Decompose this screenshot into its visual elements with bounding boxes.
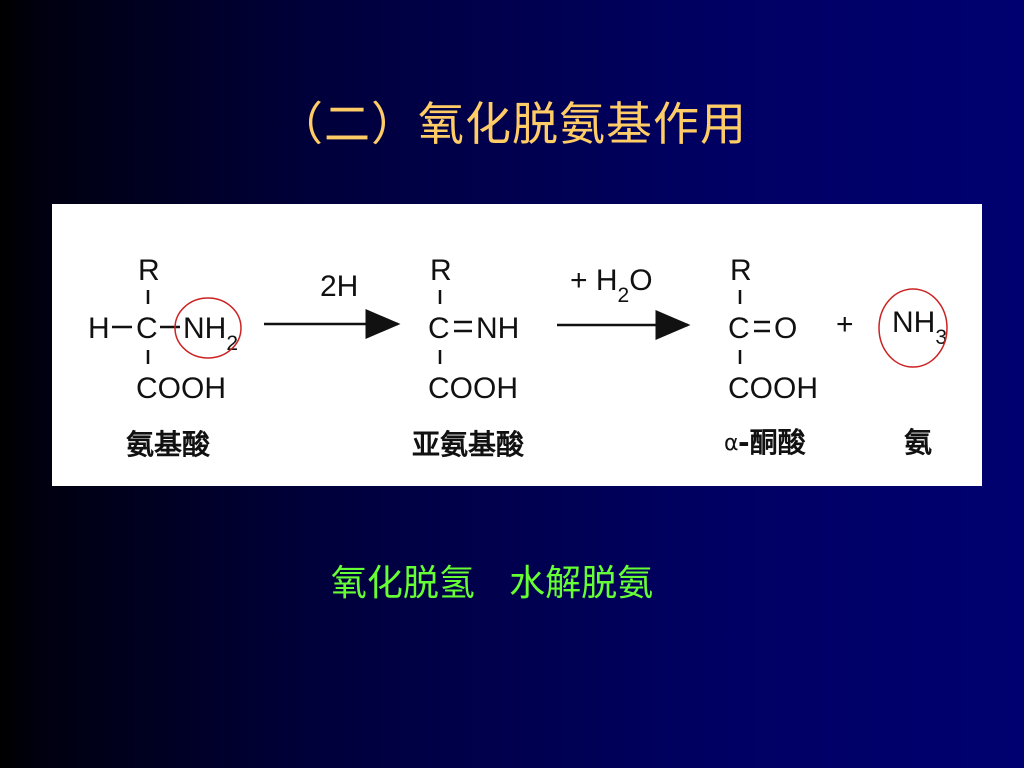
- reaction-diagram-panel: R H C NH2 COOH 氨基酸 2H R C NH COOH 亚氨基酸: [52, 204, 982, 486]
- reaction-diagram: R H C NH2 COOH 氨基酸 2H R C NH COOH 亚氨基酸: [88, 254, 948, 461]
- imino-acid-nh: NH: [476, 312, 519, 345]
- amino-acid-c: C: [136, 312, 158, 345]
- keto-acid-structure: R C O COOH α -酮酸: [724, 254, 818, 459]
- amino-acid-nh2: NH2: [183, 312, 238, 355]
- keto-acid-o: O: [774, 312, 797, 345]
- arrow2-label: + H2O: [570, 264, 653, 307]
- keto-acid-c: C: [728, 312, 750, 345]
- keto-acid-alpha: α: [724, 431, 739, 456]
- amino-group-highlight-circle: [174, 297, 242, 359]
- ammonia-label: 氨: [904, 426, 932, 459]
- imino-acid-r: R: [430, 254, 452, 287]
- amino-acid-label: 氨基酸: [126, 428, 211, 461]
- keto-acid-cooh: COOH: [728, 372, 818, 405]
- slide-caption: 氧化脱氢 水解脱氨: [330, 563, 654, 604]
- ammonia-nh3: NH3: [892, 306, 947, 349]
- plus-sign: +: [836, 308, 854, 341]
- keto-acid-label: -酮酸: [738, 426, 807, 459]
- imino-acid-cooh: COOH: [428, 372, 518, 405]
- keto-acid-r: R: [730, 254, 752, 287]
- ammonia-highlight-circle: [878, 288, 948, 368]
- imino-acid-structure: R C NH COOH 亚氨基酸: [412, 254, 525, 461]
- amino-acid-r: R: [138, 254, 160, 287]
- slide-title: （二）氧化脱氨基作用: [277, 97, 747, 151]
- amino-acid-structure: R H C NH2 COOH 氨基酸: [88, 254, 242, 461]
- amino-acid-cooh: COOH: [136, 372, 226, 405]
- arrow1-label: 2H: [320, 270, 358, 303]
- ammonia-structure: NH3 氨: [878, 288, 948, 459]
- amino-acid-h: H: [88, 312, 110, 345]
- imino-acid-c: C: [428, 312, 450, 345]
- imino-acid-label: 亚氨基酸: [412, 428, 525, 461]
